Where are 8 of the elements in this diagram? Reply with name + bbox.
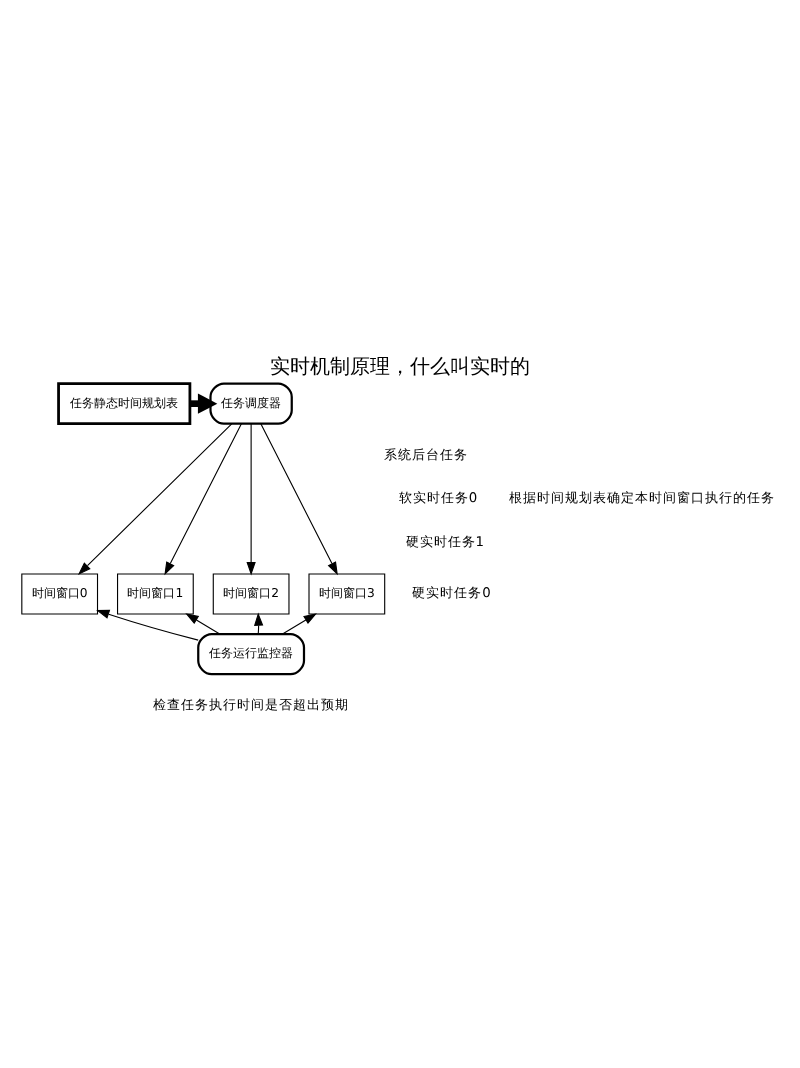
arrow bbox=[246, 422, 256, 575]
arrow bbox=[260, 422, 338, 575]
diagram-title: 实时机制原理，什么叫实时的 bbox=[270, 355, 530, 378]
arrow bbox=[164, 422, 242, 575]
arrow bbox=[77, 422, 233, 574]
arrow bbox=[185, 612, 221, 634]
arrow bbox=[96, 608, 199, 640]
arrow bbox=[282, 612, 317, 634]
